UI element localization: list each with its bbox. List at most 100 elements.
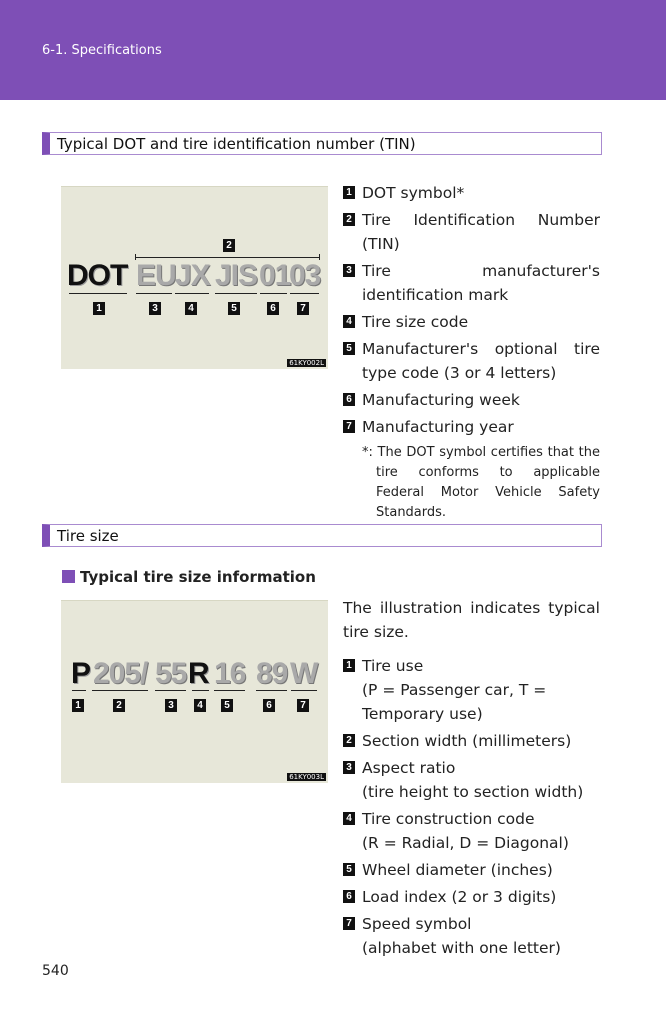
header-title: 6-1. Specifications bbox=[42, 43, 162, 58]
intro-text: The illustration indicates typical tire … bbox=[343, 599, 600, 641]
page-header: 6-1. Specifications bbox=[0, 0, 666, 100]
badge-3: 3 bbox=[165, 699, 177, 712]
underline bbox=[290, 293, 319, 294]
underline bbox=[136, 293, 172, 294]
badge: 1 bbox=[343, 659, 355, 672]
list-item: 7 Manufacturing year bbox=[343, 415, 600, 439]
underline bbox=[155, 690, 186, 691]
size-part-7: W bbox=[290, 657, 318, 690]
underline bbox=[92, 690, 148, 691]
badge-1: 1 bbox=[72, 699, 84, 712]
list-item: 3 Aspect ratio (tire height to section wid… bbox=[343, 756, 600, 804]
badge: 6 bbox=[343, 890, 355, 903]
item-text: Wheel diameter (inches) bbox=[362, 861, 553, 879]
code-part-5: JIS bbox=[215, 259, 258, 292]
badge: 6 bbox=[343, 393, 355, 406]
subheading: Typical tire size information bbox=[62, 568, 316, 586]
code-part-4: JX bbox=[175, 259, 211, 292]
size-part-2: 205/ bbox=[93, 657, 148, 690]
list-item: 4 Tire size code bbox=[343, 310, 600, 334]
item-text: Section width (millimeters) bbox=[362, 732, 572, 750]
section-heading-tire-size: Tire size bbox=[42, 524, 602, 547]
badge: 2 bbox=[343, 213, 355, 226]
item-text: Manufacturing year bbox=[362, 418, 514, 436]
item-text: Load index (2 or 3 digits) bbox=[362, 888, 557, 906]
item-text: DOT symbol* bbox=[362, 184, 465, 202]
item-text: Speed symbol bbox=[362, 915, 472, 933]
item-detail: (alphabet with one letter) bbox=[362, 939, 561, 957]
underline bbox=[291, 690, 317, 691]
item-text: Tire use bbox=[362, 657, 424, 675]
figure-ref: 61KY003L bbox=[287, 773, 326, 781]
size-part-5: 16 bbox=[214, 657, 246, 690]
item-text: Manufacturing week bbox=[362, 391, 520, 409]
item-detail: (R = Radial, D = Diagonal) bbox=[362, 834, 569, 852]
size-part-4: R bbox=[188, 657, 210, 690]
list-item: 2 Tire Identification Number (TIN) bbox=[343, 208, 600, 256]
item-text: Tire size code bbox=[362, 313, 469, 331]
arrow-end bbox=[135, 254, 136, 260]
list-item: 1 DOT symbol* bbox=[343, 181, 600, 205]
item-detail: (P = Passenger car, T = Temporary use) bbox=[362, 681, 547, 723]
badge-5: 5 bbox=[221, 699, 233, 712]
badge: 1 bbox=[343, 186, 355, 199]
list-item: 6 Load index (2 or 3 digits) bbox=[343, 885, 600, 909]
list-item: 1 Tire use (P = Passenger car, T = Tempora… bbox=[343, 654, 600, 726]
underline bbox=[256, 690, 287, 691]
figure-ref: 61KY002L bbox=[287, 359, 326, 367]
badge-6: 6 bbox=[267, 302, 279, 315]
item-text: Tire construction code bbox=[362, 810, 535, 828]
size-part-1: P bbox=[71, 657, 91, 690]
list-item: 3 Tire manufacturer's identification mark bbox=[343, 259, 600, 307]
badge-6: 6 bbox=[263, 699, 275, 712]
section-heading-dot: Typical DOT and tire identification numb… bbox=[42, 132, 602, 155]
section-title: Typical DOT and tire identification numb… bbox=[57, 135, 416, 153]
subheading-text: Typical tire size information bbox=[80, 568, 316, 586]
size-part-3: 55 bbox=[155, 657, 187, 690]
badge-1: 1 bbox=[93, 302, 105, 315]
dot-figure: 2 DOT EU JX JIS 01 03 1 3 4 5 6 7 61KY00… bbox=[61, 186, 328, 369]
underline bbox=[69, 293, 127, 294]
arrow-end bbox=[319, 254, 320, 260]
dot-legend: 1 DOT symbol* 2 Tire Identification Number… bbox=[343, 181, 600, 523]
underline bbox=[215, 293, 257, 294]
item-detail: (tire height to section width) bbox=[362, 783, 584, 801]
badge: 4 bbox=[343, 315, 355, 328]
badge-7: 7 bbox=[297, 699, 309, 712]
badge: 7 bbox=[343, 917, 355, 930]
badge-3: 3 bbox=[149, 302, 161, 315]
list-item: 6 Manufacturing week bbox=[343, 388, 600, 412]
square-bullet-icon bbox=[62, 570, 75, 583]
badge-4: 4 bbox=[185, 302, 197, 315]
item-text: Aspect ratio bbox=[362, 759, 456, 777]
badge: 3 bbox=[343, 761, 355, 774]
list-item: 5 Manufacturer's optional tire type code … bbox=[343, 337, 600, 385]
badge-4: 4 bbox=[194, 699, 206, 712]
list-item: 7 Speed symbol (alphabet with one letter) bbox=[343, 912, 600, 960]
badge-2: 2 bbox=[223, 239, 235, 252]
size-part-6: 89 bbox=[256, 657, 288, 690]
page-number: 540 bbox=[42, 963, 69, 979]
code-part-3: EU bbox=[136, 259, 177, 292]
code-part-6: 01 bbox=[259, 259, 291, 292]
footnote: *: The DOT symbol certifies that the tir… bbox=[362, 445, 600, 520]
dot-text: DOT bbox=[67, 259, 128, 292]
underline bbox=[175, 293, 209, 294]
badge-5: 5 bbox=[228, 302, 240, 315]
item-text: Tire Identification Number (TIN) bbox=[362, 211, 600, 253]
tire-size-figure: P 205/ 55 R 16 89 W 1 2 3 4 5 6 7 61KY00… bbox=[61, 600, 328, 783]
code-part-7: 03 bbox=[289, 259, 321, 292]
item-text: Tire manufacturer's identification mark bbox=[362, 262, 600, 304]
badge: 2 bbox=[343, 734, 355, 747]
section-title: Tire size bbox=[57, 527, 119, 545]
item-text: Manufacturer's optional tire type code (… bbox=[362, 340, 600, 382]
underline bbox=[260, 293, 287, 294]
badge: 3 bbox=[343, 264, 355, 277]
badge: 5 bbox=[343, 342, 355, 355]
badge-7: 7 bbox=[297, 302, 309, 315]
badge: 7 bbox=[343, 420, 355, 433]
tire-size-legend: The illustration indicates typical tire … bbox=[343, 596, 600, 963]
